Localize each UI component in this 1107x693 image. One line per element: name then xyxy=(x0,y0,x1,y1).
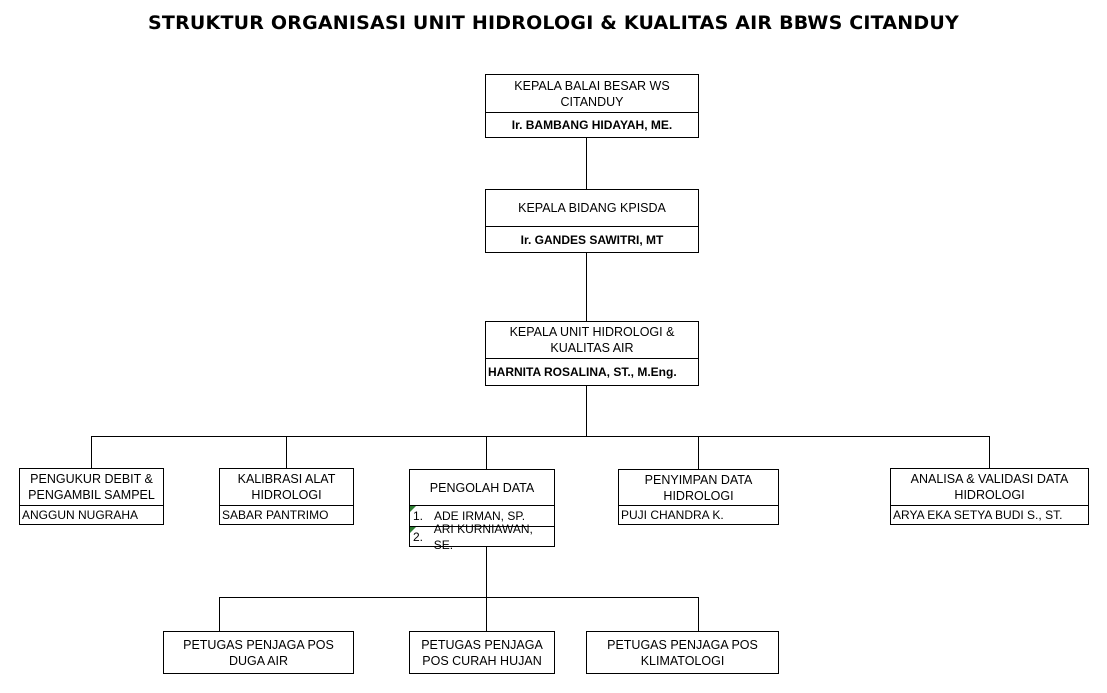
node-kepala-balai: KEPALA BALAI BESAR WS CITANDUY Ir. BAMBA… xyxy=(485,74,699,138)
chart-title: STRUKTUR ORGANISASI UNIT HIDROLOGI & KUA… xyxy=(148,12,959,34)
member-name: ADE IRMAN, SP. xyxy=(434,509,526,523)
node-role: KALIBRASI ALAT HIDROLOGI xyxy=(237,472,336,502)
node-analisa: ANALISA & VALIDASI DATA HIDROLOGI ARYA E… xyxy=(890,468,1089,525)
node-role: PENGOLAH DATA xyxy=(429,480,535,495)
member-number: 2. xyxy=(413,529,424,544)
node-person: SABAR PANTRIMO xyxy=(220,505,353,524)
node-petugas-klimatologi: PETUGAS PENJAGA POS KLIMATOLOGI xyxy=(586,631,779,674)
node-pengolah: PENGOLAH DATA 1. ADE IRMAN, SP. 2. ARI K… xyxy=(409,469,555,552)
node-role: PETUGAS PENJAGA POS KLIMATOLOGI xyxy=(607,637,758,668)
node-role: PETUGAS PENJAGA POS CURAH HUJAN xyxy=(421,637,543,668)
connector-unit-bus xyxy=(586,385,587,437)
member-row: 1. ADE IRMAN, SP. xyxy=(410,505,554,526)
connector-drop-duga xyxy=(219,597,220,632)
connector-drop-klimatologi xyxy=(698,597,699,632)
node-petugas-duga: PETUGAS PENJAGA POS DUGA AIR xyxy=(163,631,354,674)
connector-horizontal-bus xyxy=(91,436,989,437)
node-person: ANGGUN NUGRAHA xyxy=(20,505,163,524)
member-row: 2. ARI KURNIAWAN, SE. xyxy=(410,522,554,552)
member-name: ARI KURNIAWAN, SE. xyxy=(433,521,533,552)
node-role: KEPALA BALAI BESAR WS CITANDUY xyxy=(514,78,670,109)
cell-marker-icon xyxy=(410,506,416,512)
cell-marker-icon xyxy=(410,527,416,533)
node-role: PENYIMPAN DATA HIDROLOGI xyxy=(644,472,753,503)
connector-drop-curah xyxy=(486,597,487,632)
connector-drop-pengolah xyxy=(486,436,487,469)
node-role: PETUGAS PENJAGA POS DUGA AIR xyxy=(183,637,334,668)
connector-bidang-unit xyxy=(586,252,587,322)
connector-petugas-bus xyxy=(219,597,699,598)
node-person: HARNITA ROSALINA, ST., M.Eng. xyxy=(486,358,698,385)
connector-balai-bidang xyxy=(586,137,587,189)
node-role: KEPALA BIDANG KPISDA xyxy=(518,201,666,215)
connector-pengolah-petugas xyxy=(486,546,487,598)
connector-drop-analisa xyxy=(989,436,990,469)
node-petugas-curah: PETUGAS PENJAGA POS CURAH HUJAN xyxy=(409,631,555,674)
connector-drop-kalibrasi xyxy=(286,436,287,469)
node-person: PUJI CHANDRA K. xyxy=(619,505,778,524)
member-number: 1. xyxy=(413,509,424,523)
node-penyimpan: PENYIMPAN DATA HIDROLOGI PUJI CHANDRA K. xyxy=(618,469,779,525)
node-person: Ir. GANDES SAWITRI, MT xyxy=(486,226,698,252)
node-role: KEPALA UNIT HIDROLOGI & KUALITAS AIR xyxy=(509,325,675,355)
node-person: Ir. BAMBANG HIDAYAH, ME. xyxy=(486,112,698,137)
node-kepala-unit: KEPALA UNIT HIDROLOGI & KUALITAS AIR HAR… xyxy=(485,321,699,386)
node-role: PENGUKUR DEBIT & PENGAMBIL SAMPEL xyxy=(28,472,155,502)
connector-drop-pengukur xyxy=(91,436,92,469)
node-kepala-bidang: KEPALA BIDANG KPISDA Ir. GANDES SAWITRI,… xyxy=(485,189,699,253)
connector-drop-penyimpan xyxy=(698,436,699,469)
node-pengukur: PENGUKUR DEBIT & PENGAMBIL SAMPEL ANGGUN… xyxy=(19,468,164,525)
node-kalibrasi: KALIBRASI ALAT HIDROLOGI SABAR PANTRIMO xyxy=(219,468,354,525)
node-role: ANALISA & VALIDASI DATA HIDROLOGI xyxy=(910,472,1069,502)
node-person: ARYA EKA SETYA BUDI S., ST. xyxy=(891,505,1088,524)
